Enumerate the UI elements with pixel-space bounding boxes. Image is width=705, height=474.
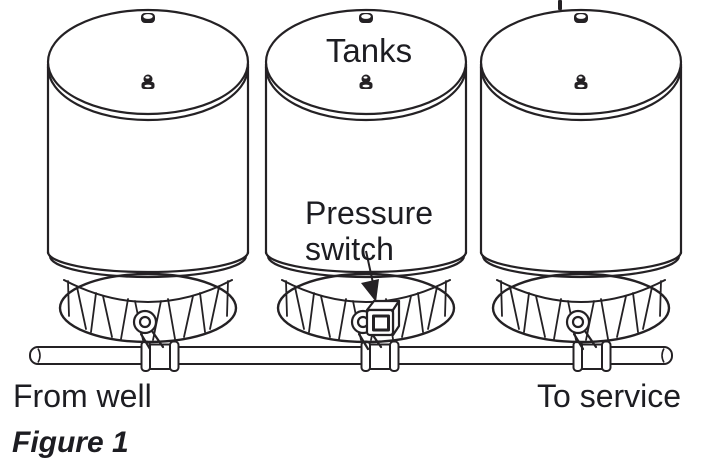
cropped-label-fragment bbox=[558, 0, 562, 10]
pipe-coupling-right bbox=[572, 340, 612, 372]
pressure-switch-label-line2: switch bbox=[305, 231, 394, 267]
pressure-switch-arrow bbox=[361, 250, 379, 302]
to-service-label: To service bbox=[537, 378, 681, 414]
figure-caption: Figure 1 bbox=[12, 426, 129, 459]
pressure-switch-label-line1: Pressure bbox=[305, 195, 433, 231]
tank-right bbox=[479, 8, 683, 351]
manifold-pipe bbox=[29, 346, 673, 365]
pressure-switch-label: Pressure switch bbox=[305, 195, 442, 267]
tank-left bbox=[46, 8, 250, 351]
tanks-label: Tanks bbox=[326, 32, 412, 69]
pressure-switch-device bbox=[365, 299, 401, 337]
from-well-label: From well bbox=[13, 378, 152, 414]
